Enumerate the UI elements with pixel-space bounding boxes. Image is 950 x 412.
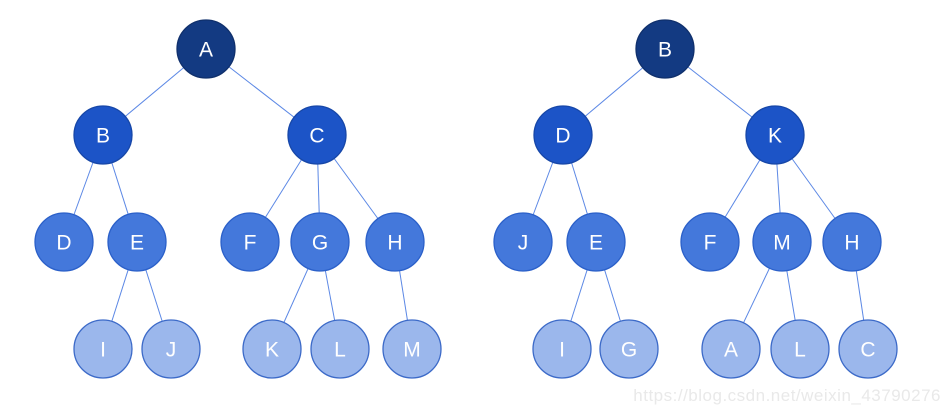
tree-right-node-label-g: G [621,339,637,362]
csdn-watermark: https://blog.csdn.net/weixin_43790276 [633,386,941,405]
tree-right-node-c [838,319,898,379]
tree-right-node-l [770,319,830,379]
tree-right: B D K J E F M H I G A L C [493,19,898,379]
tree-left-node-label-k: K [265,339,279,362]
tree-left-node-label-g: G [312,232,328,255]
tree-left-node-e [107,212,167,272]
tree-right-node-label-c: C [860,339,875,362]
tree-right-node-label-k: K [768,125,782,148]
tree-left-node-label-m: M [403,339,421,362]
tree-right-node-g [599,319,659,379]
tree-left-node-label-a: A [199,39,213,62]
tree-right-node-label-l: L [794,339,806,362]
tree-right-node-label-d: D [555,125,570,148]
tree-left-node-label-f: F [244,232,257,255]
tree-right-node-d [533,105,593,165]
tree-right-node-label-b: B [658,39,672,62]
tree-left-node-l [310,319,370,379]
tree-left-node-c [287,105,347,165]
tree-right-node-i [532,319,592,379]
tree-left-node-g [290,212,350,272]
tree-left-node-label-c: C [309,125,324,148]
tree-right-node-label-i: I [559,339,565,362]
tree-left-node-label-h: H [387,232,402,255]
tree-right-node-label-a: A [724,339,738,362]
tree-right-node-a [701,319,761,379]
tree-right-node-e [566,212,626,272]
tree-left-node-f [220,212,280,272]
tree-left-node-d [34,212,94,272]
tree-right-node-k [745,105,805,165]
tree-left-node-j [141,319,201,379]
tree-right-node-m [752,212,812,272]
tree-left-node-k [242,319,302,379]
tree-left-node-m [382,319,442,379]
tree-right-node-f [680,212,740,272]
tree-right-node-j [493,212,553,272]
tree-left-node-label-l: L [334,339,346,362]
tree-right-node-label-h: H [844,232,859,255]
tree-left-node-b [73,105,133,165]
tree-right-node-label-f: F [704,232,717,255]
tree-left-node-label-b: B [96,125,110,148]
tree-left-node-label-e: E [130,232,144,255]
tree-right-node-label-j: J [518,232,529,255]
tree-right-node-b [635,19,695,79]
tree-left-node-i [73,319,133,379]
tree-left-node-h [365,212,425,272]
tree-left-node-label-d: D [56,232,71,255]
tree-left-node-label-j: J [166,339,177,362]
tree-left-node-label-i: I [100,339,106,362]
tree-left-node-a [176,19,236,79]
tree-right-node-h [822,212,882,272]
tree-right-node-label-m: M [773,232,791,255]
tree-right-node-label-e: E [589,232,603,255]
tree-left: A B C D E F G H I J K L M [34,19,442,379]
